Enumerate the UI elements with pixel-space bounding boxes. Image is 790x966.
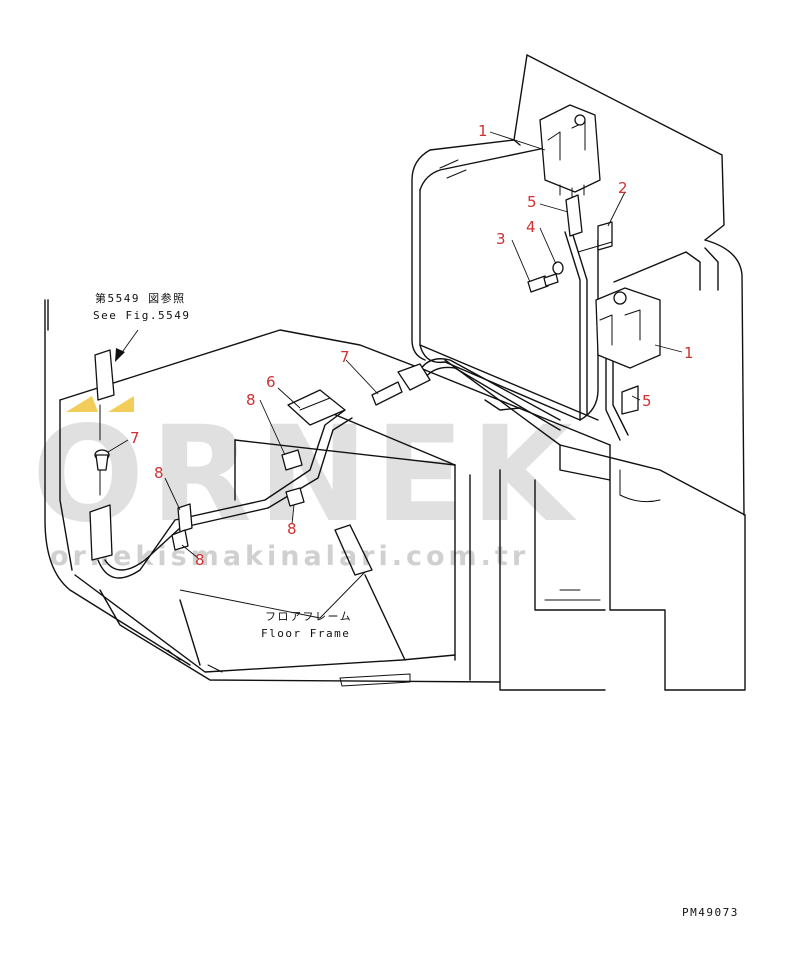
- part-7-connector-left: [94, 449, 110, 471]
- floor-frame: [44, 299, 746, 691]
- part-7-connector-top: [371, 363, 431, 406]
- part-8-clamps: [171, 449, 305, 551]
- callout-1-right: 1: [684, 344, 694, 362]
- callout-4: 4: [526, 218, 536, 236]
- watermark-accent-right: [108, 396, 134, 412]
- floor-frame-label-en: Floor Frame: [261, 627, 350, 640]
- reference-arrow-head: [115, 348, 125, 362]
- part-3-bolt: [527, 273, 559, 293]
- callout-7-top: 7: [340, 348, 350, 366]
- cab-rear-panel: [411, 54, 745, 516]
- reference-label-jp: 第5549 図参照: [95, 291, 186, 305]
- part-5-bracket-right: [621, 385, 639, 415]
- callout-3: 3: [496, 230, 506, 248]
- callout-2: 2: [618, 179, 628, 197]
- callout-5-right: 5: [642, 392, 652, 410]
- part-2-clip: [577, 221, 613, 253]
- callout-6: 6: [266, 373, 276, 391]
- connector-lower-left: [89, 504, 113, 561]
- callout-7-left: 7: [130, 429, 140, 447]
- watermark-url: ornekismakinalari.com.tr: [50, 541, 529, 572]
- part-4-washer: [552, 261, 564, 275]
- callout-8-a: 8: [246, 391, 256, 409]
- connector-upper-left: [94, 349, 115, 401]
- callouts: 1 2 3 4 5 1 5 6 7 7 8 8 8 8: [130, 122, 694, 569]
- harness-routing: [97, 231, 629, 579]
- watermark-accent-left: [66, 396, 98, 412]
- part-6-bracket: [287, 389, 346, 426]
- part-5-bracket-top: [565, 194, 583, 237]
- leader-lines: [107, 131, 683, 619]
- callout-8-b: 8: [287, 520, 297, 538]
- callout-5-top: 5: [527, 193, 537, 211]
- floor-frame-label-jp: フロアフレーム: [265, 610, 352, 623]
- reference-label-en: See Fig.5549: [93, 309, 190, 322]
- callout-8-d: 8: [195, 551, 205, 569]
- watermark: ORNEK ornekismakinalari.com.tr: [32, 396, 573, 572]
- labels: 第5549 図参照 See Fig.5549 フロアフレーム Floor Fra…: [93, 291, 739, 919]
- part-1-top: [539, 104, 601, 199]
- drawing-number: PM49073: [682, 906, 739, 919]
- part-1-right: [595, 287, 661, 369]
- callout-1-top: 1: [478, 122, 488, 140]
- callout-8-c: 8: [154, 464, 164, 482]
